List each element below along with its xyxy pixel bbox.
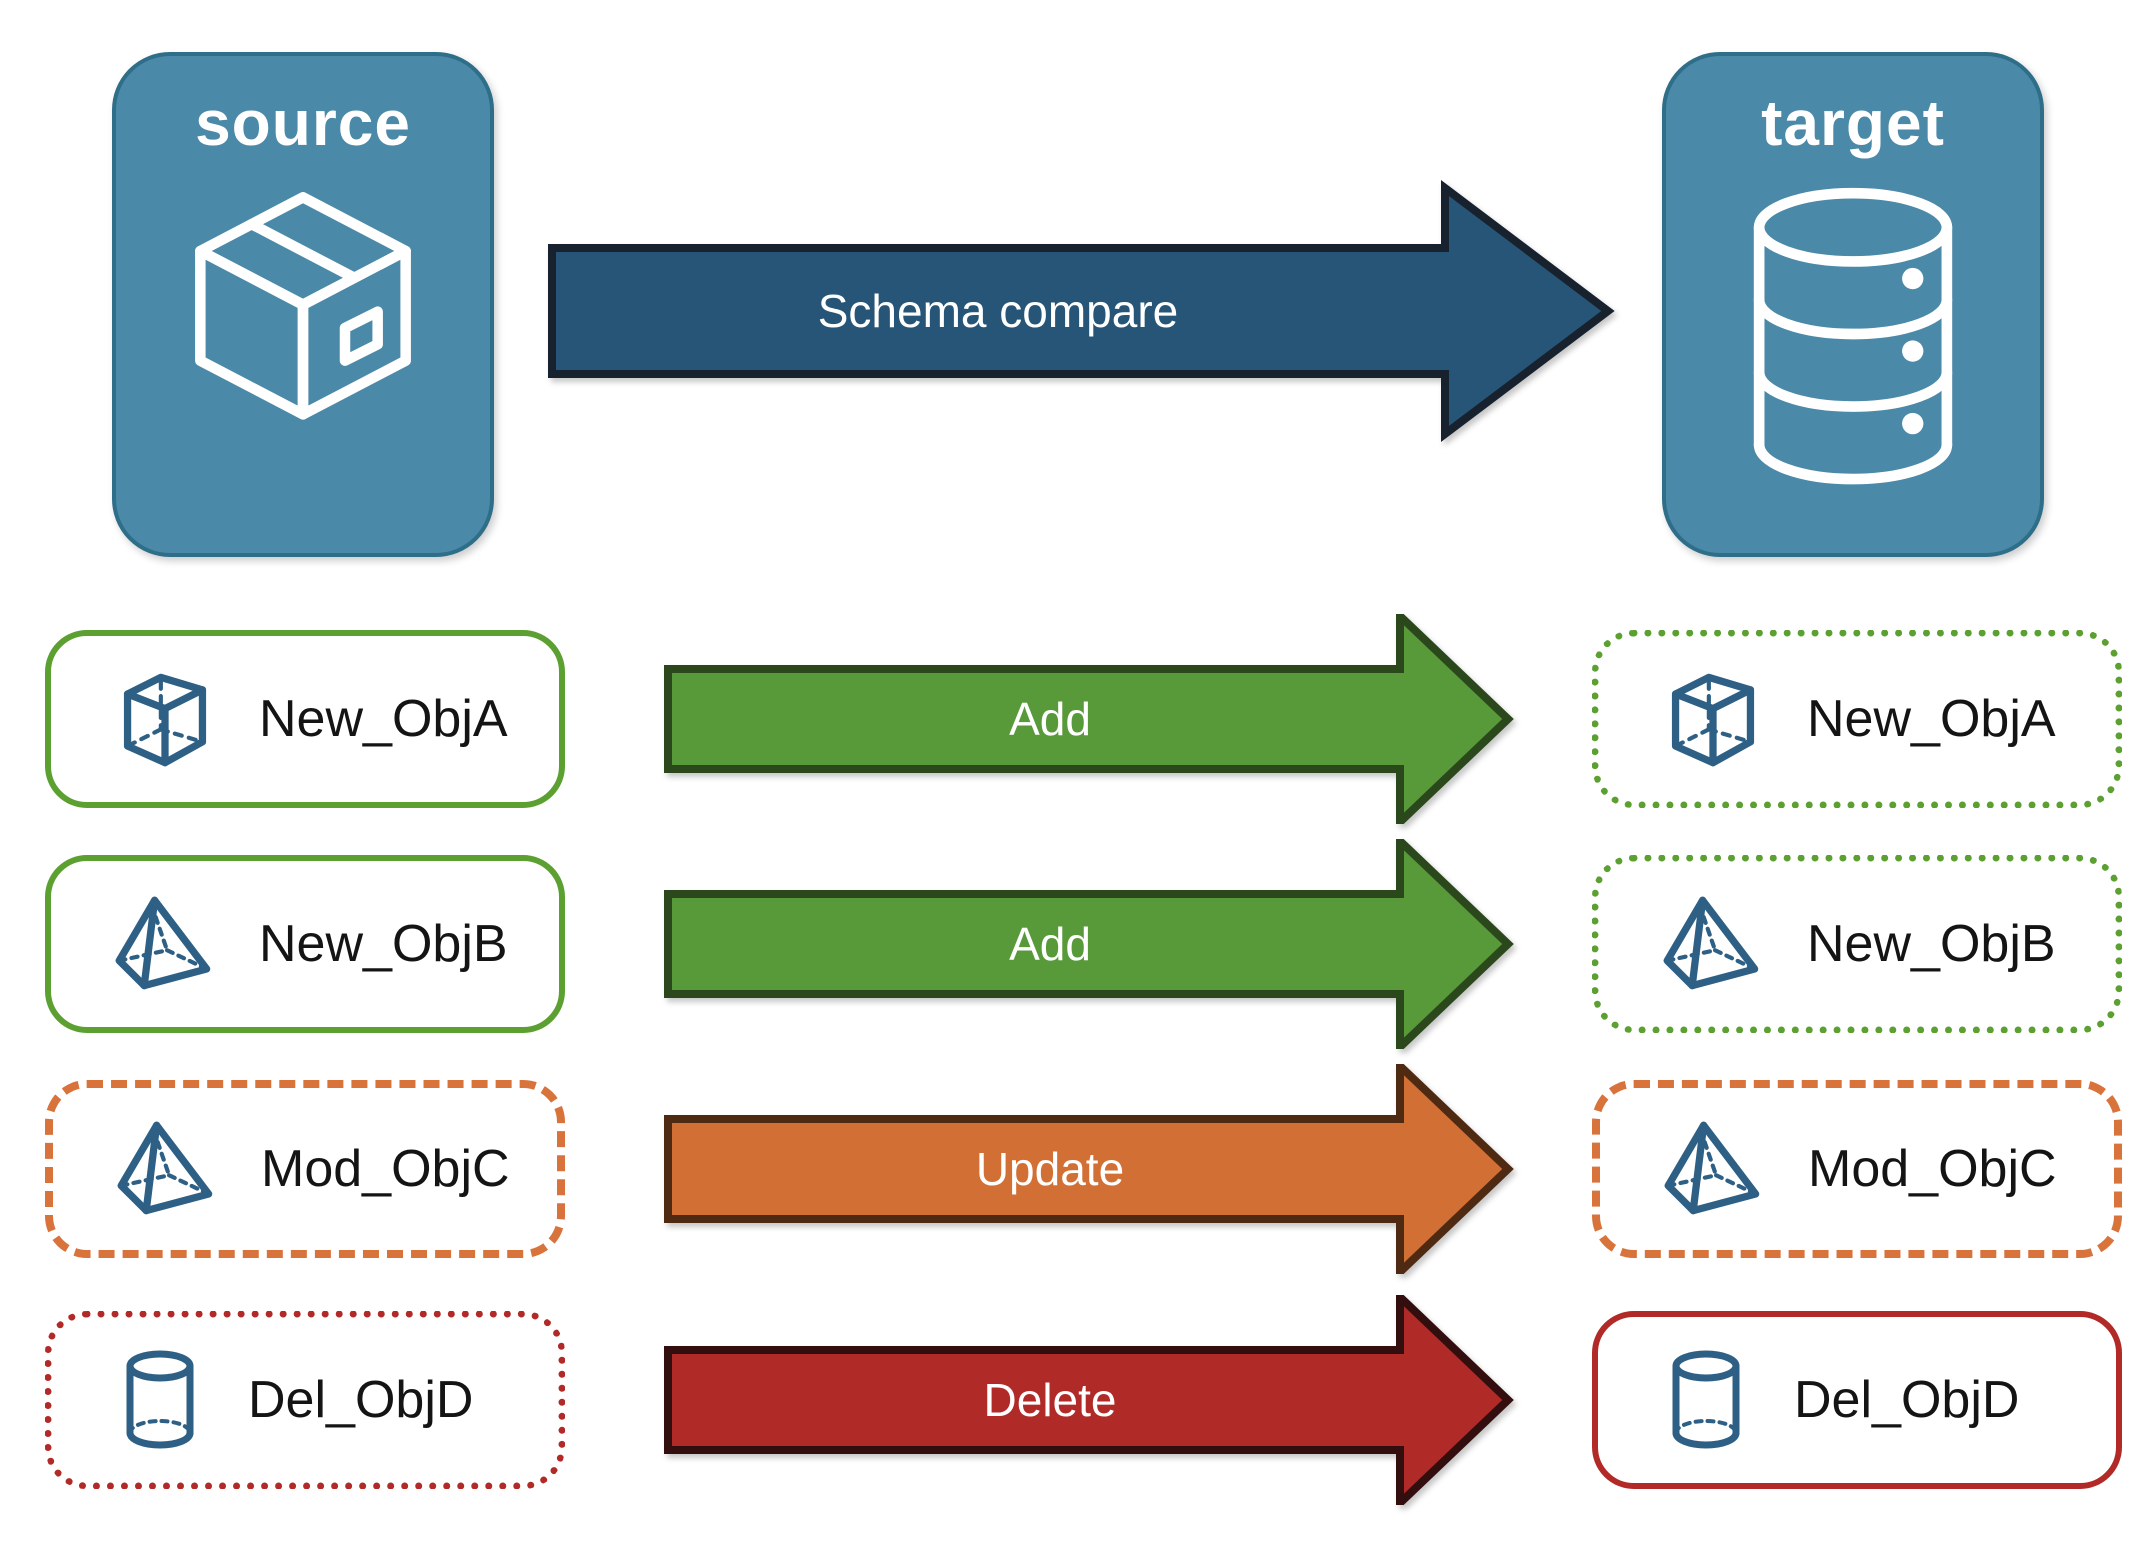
source-panel-title: source <box>195 87 411 159</box>
source-panel: source <box>112 52 494 557</box>
package-icon <box>195 192 411 420</box>
arrow-shape <box>664 839 1514 1049</box>
object-name-label: New_ObjB <box>259 915 508 973</box>
add-arrow-row2: Add <box>664 839 1514 1049</box>
target-object-box-row4: Del_ObjD <box>1592 1311 2122 1489</box>
cube-icon <box>123 673 207 767</box>
delete-arrow-row4: Delete <box>664 1295 1514 1505</box>
action-label: Delete <box>984 1374 1117 1426</box>
object-name-label: Del_ObjD <box>1794 1371 2020 1429</box>
source-object-box-row2: New_ObjB <box>45 855 565 1033</box>
database-icon <box>1753 187 1953 485</box>
schema-compare-label: Schema compare <box>818 285 1179 337</box>
cylinder-icon <box>126 1350 194 1449</box>
target-panel: target <box>1662 52 2044 557</box>
arrow-shape <box>664 1295 1514 1505</box>
pyramid-icon <box>115 896 211 990</box>
object-name-label: New_ObjB <box>1807 915 2056 973</box>
target-object-box-row2: New_ObjB <box>1592 855 2122 1033</box>
target-object-box-row1: New_ObjA <box>1592 630 2122 808</box>
schema-compare-arrow: Schema compare <box>548 179 1615 443</box>
action-label: Update <box>976 1143 1124 1195</box>
source-object-box-row4: Del_ObjD <box>45 1311 565 1489</box>
pyramid-icon <box>1664 1121 1760 1215</box>
target-object-box-row3: Mod_ObjC <box>1592 1080 2122 1258</box>
object-name-label: Mod_ObjC <box>261 1140 510 1198</box>
object-name-label: Del_ObjD <box>248 1371 474 1429</box>
cylinder-icon <box>1672 1350 1740 1449</box>
target-panel-title: target <box>1761 87 1945 159</box>
arrow-shape <box>664 614 1514 824</box>
action-label: Add <box>1009 918 1091 970</box>
action-label: Add <box>1009 693 1091 745</box>
source-object-box-row3: Mod_ObjC <box>45 1080 565 1258</box>
arrow-shape <box>664 1064 1514 1274</box>
update-arrow-row3: Update <box>664 1064 1514 1274</box>
cube-icon <box>1671 673 1755 767</box>
object-name-label: Mod_ObjC <box>1808 1140 2057 1198</box>
add-arrow-row1: Add <box>664 614 1514 824</box>
pyramid-icon <box>1663 896 1759 990</box>
source-object-box-row1: New_ObjA <box>45 630 565 808</box>
object-name-label: New_ObjA <box>1807 690 2056 748</box>
pyramid-icon <box>117 1121 213 1215</box>
object-name-label: New_ObjA <box>259 690 508 748</box>
arrow-shape <box>548 179 1615 443</box>
